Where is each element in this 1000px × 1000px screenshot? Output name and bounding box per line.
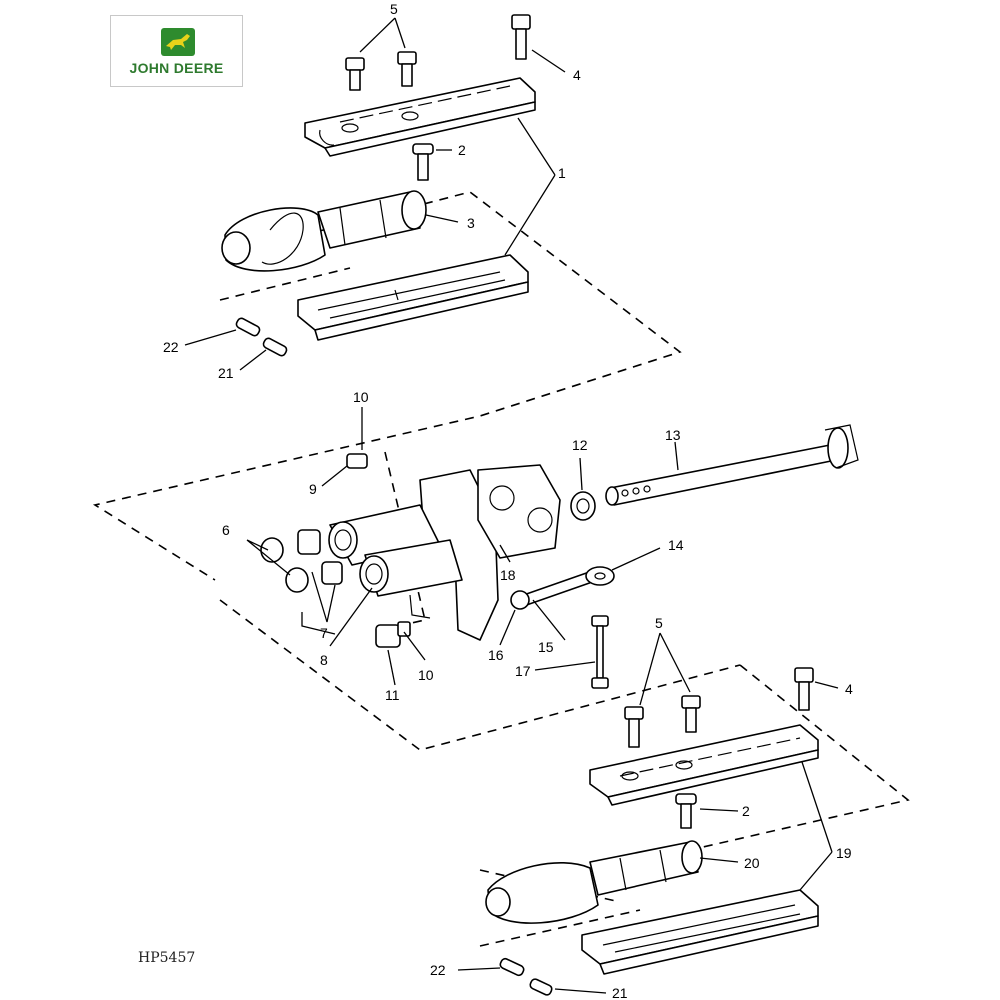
- callout-3: 3: [467, 215, 475, 231]
- callout-16: 16: [488, 647, 504, 663]
- gasket: [477, 464, 561, 559]
- input-shaft: [605, 424, 859, 506]
- callout-8: 8: [320, 652, 328, 668]
- upper-auger-tube: [221, 190, 427, 272]
- lower-pins: [499, 957, 553, 996]
- callout-19: 19: [836, 845, 852, 861]
- callout-2-top: 2: [458, 142, 466, 158]
- callout-20: 20: [744, 855, 760, 871]
- logo-brand-text: JOHN DEERE: [129, 60, 224, 76]
- callout-6: 6: [222, 522, 230, 538]
- callout-15: 15: [538, 639, 554, 655]
- gearbox-housing: [328, 469, 499, 641]
- callout-4-bottom: 4: [845, 681, 853, 697]
- upper-rail-cover: [304, 77, 536, 157]
- leaping-deer-icon: [161, 28, 195, 56]
- lower-auger-tube: [485, 840, 703, 924]
- callout-4-top: 4: [573, 67, 581, 83]
- callout-9: 9: [309, 481, 317, 497]
- callout-numbers: 5 4 2 1 3 22 21 10 9 12 13 14 6 18 7 8 1…: [163, 1, 853, 1000]
- callout-10-top: 10: [353, 389, 369, 405]
- callout-1: 1: [558, 165, 566, 181]
- small-parts: [260, 453, 596, 648]
- callout-2-bottom: 2: [742, 803, 750, 819]
- lower-bolts: [624, 667, 814, 829]
- callout-12: 12: [572, 437, 588, 453]
- callout-11: 11: [385, 687, 400, 703]
- callout-13: 13: [665, 427, 681, 443]
- callout-22-bottom: 22: [430, 962, 446, 978]
- callout-5-top: 5: [390, 1, 398, 17]
- lower-rail-cover: [589, 724, 819, 806]
- lower-rail-base: [581, 889, 819, 975]
- callout-5-bottom: 5: [655, 615, 663, 631]
- leader-lines: [184, 17, 839, 994]
- upper-bolts: [345, 14, 531, 181]
- drawing-code: HP5457: [138, 950, 196, 966]
- upper-rail-base: [297, 254, 529, 341]
- callout-22-top: 22: [163, 339, 179, 355]
- upper-pins: [235, 317, 288, 357]
- callout-17: 17: [515, 663, 531, 679]
- dashed-group-outlines: [92, 191, 910, 947]
- callout-21-top: 21: [218, 365, 234, 381]
- callout-10-bottom: 10: [418, 667, 434, 683]
- callout-18: 18: [500, 567, 516, 583]
- callout-21-bottom: 21: [612, 985, 628, 1000]
- link-rod: [510, 566, 615, 689]
- john-deere-logo: JOHN DEERE: [110, 15, 243, 87]
- callout-7: 7: [320, 625, 328, 641]
- callout-14: 14: [668, 537, 684, 553]
